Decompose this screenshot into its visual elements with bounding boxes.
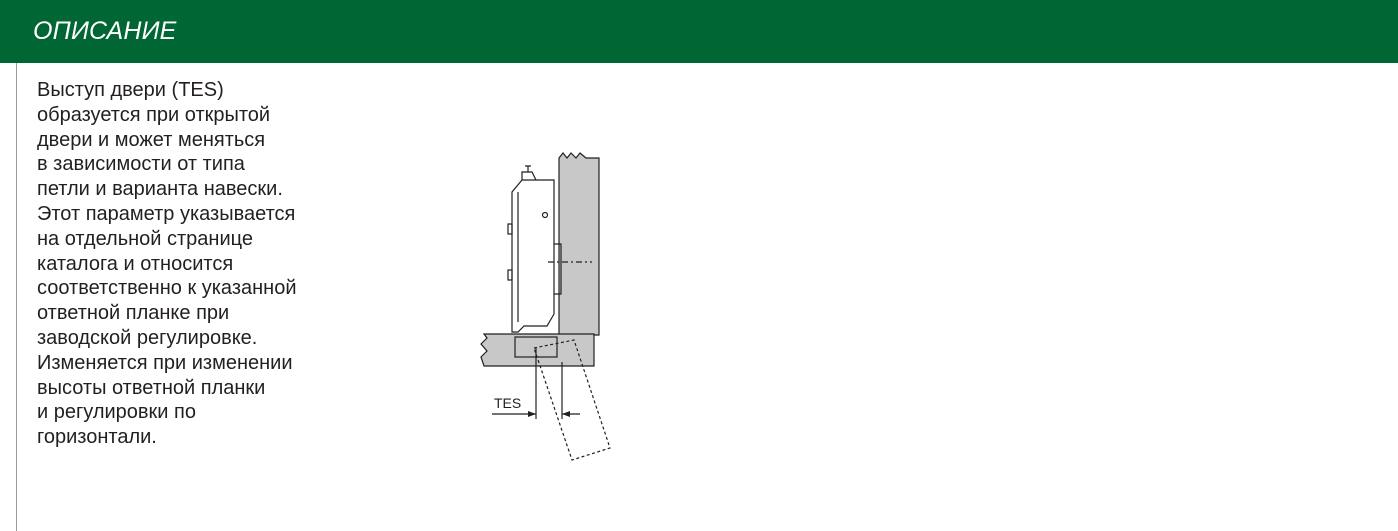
description-line: образуется при открытой [37, 103, 271, 126]
tes-arrow-left [528, 411, 536, 417]
description-line: горизонтали. [37, 426, 157, 449]
hinge-tab-top [507, 223, 513, 235]
hinge-tab-bottom [507, 269, 513, 281]
description-line: соответственно к указанной [37, 277, 297, 300]
description-text: Выступ двери (TES) образуется при открыт… [37, 78, 377, 450]
hinge-cup [554, 243, 562, 295]
description-line: ответной планке при [37, 302, 230, 325]
description-line: двери и может меняться [37, 128, 266, 151]
tes-arrow-right [562, 411, 570, 417]
left-border-rule [16, 63, 17, 531]
section-title: ОПИСАНИЕ [33, 17, 177, 45]
description-line: Этот параметр указывается [37, 202, 296, 225]
description-line: Изменяется при изменении [37, 351, 293, 374]
section-header: ОПИСАНИЕ [0, 0, 1398, 63]
description-line: Выступ двери (TES) [37, 79, 224, 101]
adjust-screw [541, 211, 549, 219]
description-line: заводской регулировке. [37, 326, 258, 349]
description-line: и регулировки по [37, 401, 196, 424]
description-line: петли и варианта навески. [37, 178, 283, 201]
hinge-screw-head [525, 165, 531, 172]
description-line: в зависимости от типа [37, 153, 245, 176]
hinge-tes-diagram: TES [480, 152, 611, 461]
hinge-knuckle [521, 171, 537, 181]
description-line: высоты ответной планки [37, 376, 266, 399]
cabinet-panel [480, 333, 595, 367]
description-line: каталога и относится [37, 252, 234, 275]
door-panel [558, 152, 600, 336]
description-line: на отдельной странице [37, 227, 253, 250]
open-door-outline [533, 339, 611, 461]
hinge-arm [511, 179, 555, 333]
tes-label: TES [494, 395, 521, 411]
